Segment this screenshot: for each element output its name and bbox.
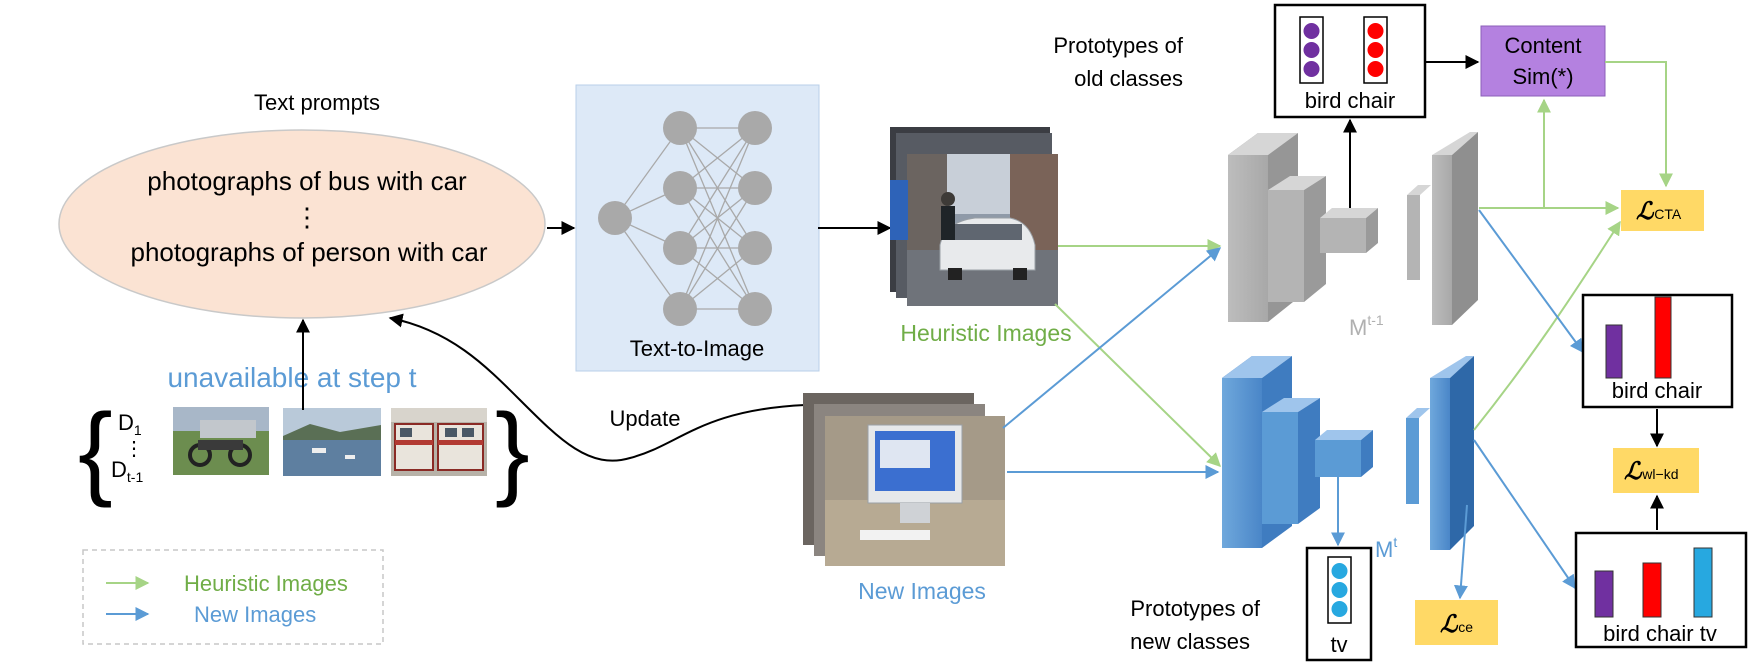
update-curve — [388, 313, 806, 462]
blue-arrow-old-head-to-bars — [1478, 209, 1584, 354]
loss-cta-label: ℒCTA — [1636, 198, 1682, 225]
loss-cta-box — [1621, 190, 1704, 231]
old-image-boats — [283, 408, 381, 476]
left-brace: { — [78, 393, 113, 509]
old-model-encoder — [1228, 133, 1378, 322]
prototypes-new-line2: new classes — [1130, 629, 1250, 654]
loss-wlkd-label: ℒwl−kd — [1624, 458, 1678, 485]
prototypes-old-line2: old classes — [1074, 66, 1183, 91]
dataset-d1: D1 — [118, 410, 142, 438]
bar-new-chair — [1642, 562, 1662, 618]
prototypes-old-labels: bird chair — [1305, 88, 1395, 113]
new-output-labels: bird chair tv — [1603, 621, 1717, 646]
green-arrow-new-head-to-cta — [1473, 220, 1621, 431]
green-arrow-heuristic-to-new-model — [1054, 303, 1221, 467]
loss-ce-box — [1415, 600, 1498, 645]
bar-new-bird — [1594, 570, 1614, 618]
prototypes-old-box — [1273, 3, 1427, 119]
new-images-stack — [803, 393, 1005, 566]
prompt-ellipsis: ⋮ — [294, 202, 320, 232]
prototypes-old-line1: Prototypes of — [1053, 33, 1184, 58]
right-brace: } — [495, 393, 530, 509]
old-model-label: Mt-1 — [1349, 312, 1384, 340]
prompt-line-1: photographs of bus with car — [147, 166, 467, 196]
new-model-head — [1406, 356, 1474, 550]
prototypes-new-box — [1305, 546, 1373, 662]
content-sim-line2: Sim(*) — [1512, 64, 1573, 89]
prototypes-new-line1: Prototypes of — [1130, 596, 1261, 621]
blue-arrow-new-head-to-bars — [1473, 439, 1576, 590]
prototypes-new-labels: tv — [1330, 632, 1347, 657]
green-arrow-content-sim-to-cta — [1605, 61, 1673, 188]
bar-new-tv — [1693, 547, 1713, 618]
content-sim-line1: Content — [1504, 33, 1581, 58]
heuristic-images-label: Heuristic Images — [900, 320, 1071, 346]
old-image-train — [391, 408, 487, 476]
new-model-encoder — [1222, 356, 1373, 548]
legend-heuristic-label: Heuristic Images — [184, 571, 348, 596]
loss-ce-label: ℒce — [1440, 611, 1473, 638]
text-prompts-title: Text prompts — [254, 90, 380, 115]
dataset-dots: ⋮ — [124, 438, 144, 460]
update-label: Update — [610, 406, 681, 431]
legend-new-label: New Images — [194, 602, 316, 627]
old-output-labels: bird chair — [1612, 378, 1702, 403]
new-images-label: New Images — [858, 578, 986, 604]
old-output-bars — [1605, 296, 1672, 379]
legend-box — [82, 549, 384, 645]
text-prompts-ellipse — [58, 129, 546, 319]
bar-old-bird — [1605, 324, 1623, 379]
prompt-line-2: photographs of person with car — [131, 237, 488, 267]
content-sim-box — [1480, 25, 1606, 97]
blue-arrow-new-head-to-ce — [1453, 504, 1468, 600]
loss-wlkd-box — [1613, 448, 1699, 493]
legend: Heuristic Images New Images — [82, 549, 384, 645]
text-to-image-label: Text-to-Image — [630, 336, 765, 361]
heuristic-images-stack — [890, 127, 1058, 306]
unavailable-title: unavailable at step t — [167, 362, 416, 393]
blue-arrow-new-to-old-model — [1002, 247, 1222, 429]
new-output-bars — [1594, 547, 1713, 618]
dataset-dt: Dt-1 — [111, 457, 143, 485]
new-model-label: Mt — [1375, 534, 1397, 562]
old-image-motorcycles — [173, 407, 269, 475]
bar-old-chair — [1654, 296, 1672, 379]
old-model-head — [1407, 132, 1478, 325]
text-to-image-network — [575, 84, 820, 372]
